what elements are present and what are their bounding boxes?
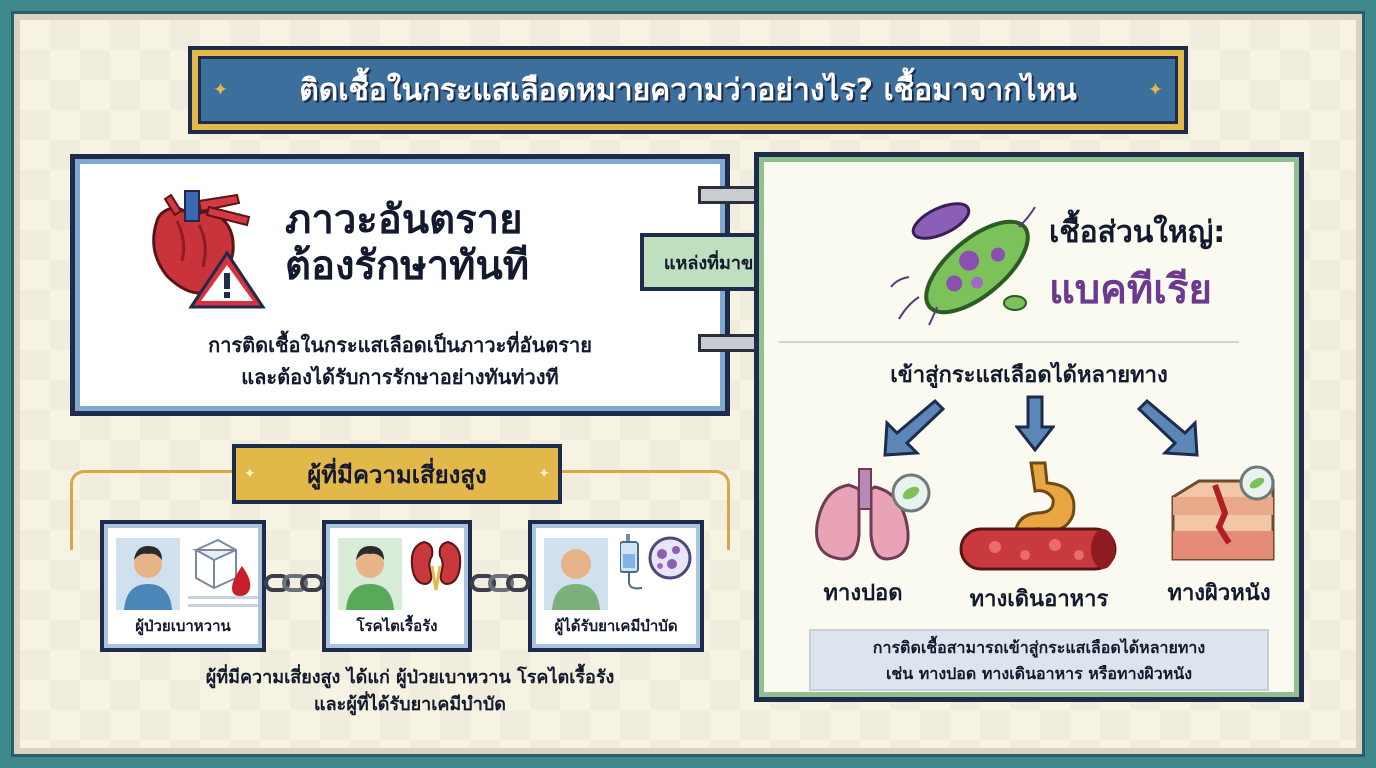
title-banner: ✦ ติดเชื้อในกระแสเลือดหมายความว่าอย่างไร… bbox=[188, 46, 1188, 134]
risk-desc-line1: ผู้ที่มีความเสี่ยงสูง ได้แก่ ผู้ป่วยเบาห… bbox=[205, 667, 615, 688]
route-note: การติดเชื้อสามารถเข้าสู่กระแสเลือดได้หลา… bbox=[809, 629, 1269, 691]
route-label-skin: ทางผิวหนัง bbox=[1167, 581, 1271, 606]
routes-heading: เข้าสู่กระแสเลือดได้หลายทาง bbox=[890, 363, 1168, 388]
title-inner: ✦ ติดเชื้อในกระแสเลือดหมายความว่าอย่างไร… bbox=[198, 56, 1178, 124]
risk-card-label: ผู้ได้รับยาเคมีบำบัด bbox=[554, 617, 678, 635]
digestive-tract-icon bbox=[959, 461, 1117, 571]
danger-title: ภาวะอันตราย ต้องรักษาทันที bbox=[285, 197, 529, 289]
danger-description: การติดเชื้อในกระแสเลือดเป็นภาวะที่อันตรา… bbox=[75, 329, 725, 393]
risk-description: ผู้ที่มีความเสี่ยงสูง ได้แก่ ผู้ป่วยเบาห… bbox=[90, 664, 730, 718]
person-icon bbox=[338, 538, 402, 610]
diamond-icon: ✦ bbox=[538, 466, 550, 482]
diamond-icon: ✦ bbox=[1147, 79, 1163, 101]
danger-title-line1: ภาวะอันตราย bbox=[285, 197, 523, 243]
chain-link-icon bbox=[470, 574, 530, 592]
arrow-down-icon bbox=[1015, 395, 1055, 453]
chain-link-icon bbox=[264, 574, 324, 592]
danger-panel: ภาวะอันตราย ต้องรักษาทันที การติดเชื้อใน… bbox=[70, 154, 730, 416]
page-title: ติดเชื้อในกระแสเลือดหมายความว่าอย่างไร? … bbox=[299, 72, 1077, 108]
risk-banner: ✦ ผู้ที่มีความเสี่ยงสูง ✦ bbox=[232, 444, 562, 504]
divider bbox=[779, 341, 1239, 343]
bacteria-panel: เชื้อส่วนใหญ่: แบคทีเรีย เข้าสู่กระแสเลื… bbox=[754, 152, 1304, 702]
heart-warning-icon bbox=[152, 190, 266, 309]
risk-card-chemo: ผู้ได้รับยาเคมีบำบัด bbox=[528, 520, 704, 652]
lungs-icon bbox=[815, 468, 931, 561]
diamond-icon: ✦ bbox=[244, 466, 256, 482]
person-icon bbox=[116, 538, 180, 610]
risk-desc-line2: และผู้ที่ได้รับยาเคมีบำบัด bbox=[314, 694, 506, 715]
route-note-line1: การติดเชื้อสามารถเข้าสู่กระแสเลือดได้หลา… bbox=[872, 638, 1206, 657]
kidney-icon bbox=[410, 540, 462, 591]
risk-card-label: ผู้ป่วยเบาหวาน bbox=[135, 617, 231, 635]
risk-card-diabetes: ผู้ป่วยเบาหวาน bbox=[100, 520, 266, 652]
danger-title-line2: ต้องรักษาทันที bbox=[285, 243, 530, 289]
majority-label: เชื้อส่วนใหญ่: bbox=[1049, 215, 1226, 250]
sugar-blood-drop-icon bbox=[192, 538, 251, 596]
danger-desc-line2: และต้องได้รับการรักษาอย่างทันท่วงที bbox=[241, 365, 559, 389]
diamond-icon: ✦ bbox=[213, 79, 229, 101]
skin-wound-icon bbox=[1171, 465, 1275, 561]
danger-desc-line1: การติดเชื้อในกระแสเลือดเป็นภาวะที่อันตรา… bbox=[208, 333, 592, 357]
route-label-lungs: ทางปอด bbox=[823, 581, 903, 606]
route-label-digestive: ทางเดินอาหาร bbox=[969, 587, 1109, 612]
person-icon bbox=[544, 538, 608, 610]
risk-card-kidney: โรคไตเรื้อรัง bbox=[322, 520, 472, 652]
risk-card-label: โรคไตเรื้อรัง bbox=[356, 617, 438, 635]
route-note-line2: เช่น ทางปอด ทางเดินอาหาร หรือทางผิวหนัง bbox=[885, 663, 1193, 683]
bacteria-name: แบคทีเรีย bbox=[1049, 267, 1212, 313]
arrow-down-right-icon bbox=[1137, 398, 1199, 457]
bacteria-icon bbox=[890, 202, 1036, 326]
arrow-down-left-icon bbox=[883, 398, 945, 457]
chemo-iv-bag-icon bbox=[620, 534, 692, 590]
decorative-lines bbox=[188, 596, 258, 607]
risk-heading: ผู้ที่มีความเสี่ยงสูง bbox=[307, 460, 487, 489]
